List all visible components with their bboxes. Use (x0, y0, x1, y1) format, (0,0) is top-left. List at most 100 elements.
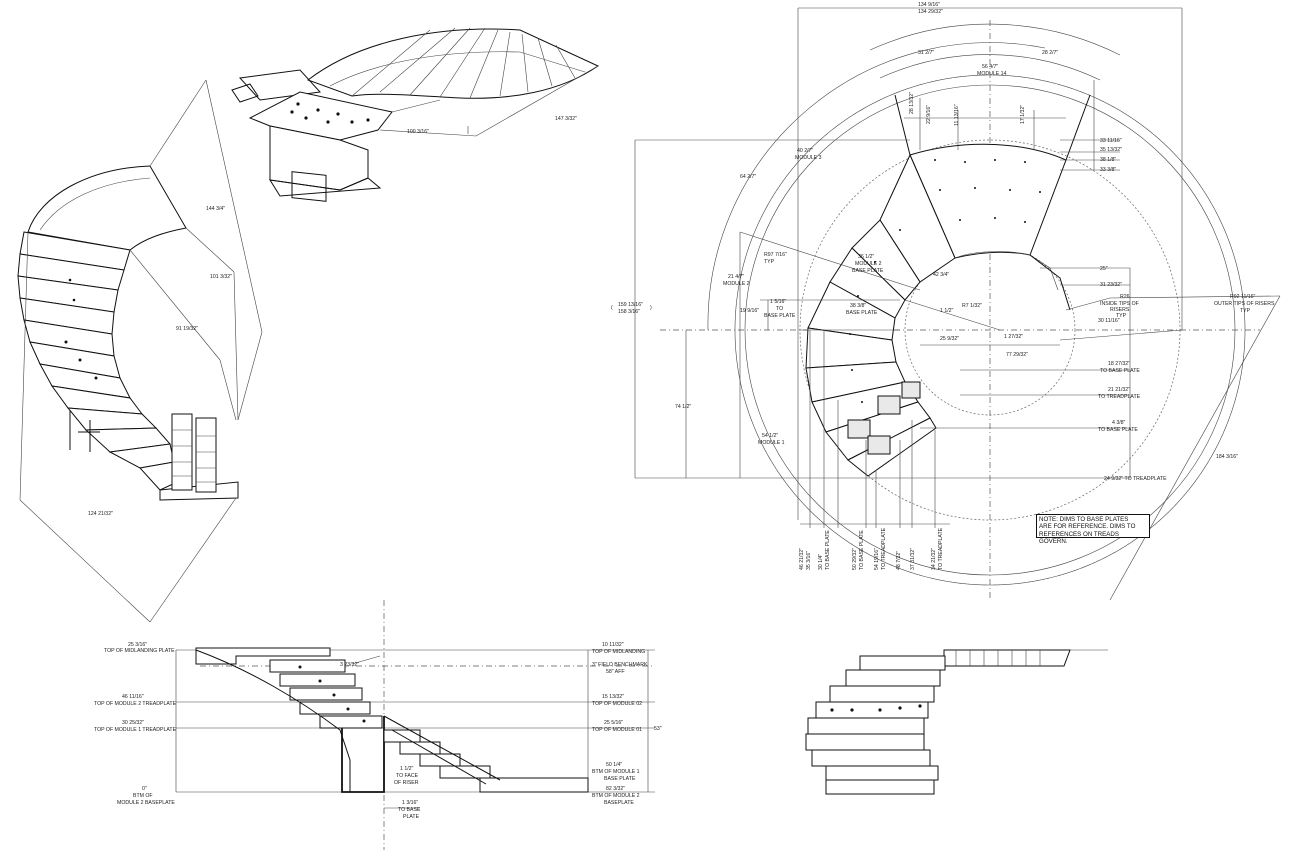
plan-center-6: 77 29/32" (1006, 352, 1028, 358)
plan-bv-1: 46 21/32" (799, 548, 805, 570)
plan-rm-5: RISERS (1110, 307, 1130, 313)
plan-rm-4: INSIDE TIPS OF (1100, 301, 1139, 307)
plan-left-arc: 64 2/7" (740, 174, 756, 180)
plan-bv-3: 30 1/4" (818, 554, 824, 570)
plan-arc-dim-1: 31 2/7" (918, 50, 934, 56)
plan-base38-1: 38 3/8" (850, 303, 866, 309)
elev-l4-text1: BTM OF (133, 793, 153, 799)
plan-paren-open: ( (611, 305, 613, 311)
plan-paren-close: ) (650, 305, 652, 311)
plan-arc-dim-2: 28 2/7" (1042, 50, 1058, 56)
elev-mid-3: TO FACE (396, 773, 419, 779)
plan-bv-6: TO BASE PLATE (859, 530, 865, 570)
elev-r1-dim: 10 11/32" (602, 642, 624, 648)
elev-l1-text: TOP OF MIDLANDING PLATE (104, 648, 175, 654)
plan-center-5: 25 9/32" (940, 336, 959, 342)
iso-left-treads (17, 231, 187, 491)
elev-l1-dim: 25 3/16" (128, 642, 147, 648)
elev-mid-6: TO BASE (398, 807, 421, 813)
plan-rm-2: 31 23/32" (1100, 282, 1122, 288)
plan-arc-dim-3: 56 4/7" (982, 64, 998, 70)
plan-center-2: R7 1/32" (962, 303, 982, 309)
plan-typ-label: TYP (764, 259, 775, 265)
elev-r5-text1: BTM OF MODULE 1 (592, 769, 640, 775)
iso-top-dim-1: 147 3/32" (555, 116, 577, 122)
plan-note: NOTE: DIMS TO BASE PLATES ARE FOR REFERE… (1036, 514, 1150, 545)
plan-view: 134 9/16" 134 29/32" 31 2/7" 28 2/7" 56 … (611, 2, 1281, 601)
iso-view-top: 147 3/32" 100 3/16" (231, 27, 600, 202)
plan-left-19: 19 9/16" (740, 308, 759, 314)
plan-mod2-base-2: MODULE 2 (855, 261, 882, 267)
elev-l4-dim: 0" (142, 786, 147, 792)
plan-rl-7: 24 9/32" TO TREADPLATE (1104, 476, 1167, 482)
elev-l4-text2: MODULE 2 BASEPLATE (117, 800, 175, 806)
elev-mid-1: 3 23/32" (340, 662, 359, 668)
iso-view-left: 144 3/4" 101 3/32" 91 19/32" 124 21/32" (17, 79, 263, 623)
plan-mod2-left-label: MODULE 2 (723, 281, 750, 287)
plan-note-line-2: ARE FOR REFERENCE. DIMS TO (1039, 523, 1136, 531)
plan-arc-dim-4: MODULE 14 (977, 71, 1007, 77)
plan-rl-3: 21 21/32" (1108, 387, 1130, 393)
plan-center-4: 1 27/32" (1004, 334, 1023, 340)
plan-vsmall-3: 11 13/16" (954, 104, 960, 126)
plan-treads (805, 143, 1067, 477)
elev-mid-2: 1 1/2" (400, 766, 414, 772)
plan-outer-3: TYP (1240, 308, 1251, 314)
plan-bv-7: 54 19/16" (874, 548, 880, 570)
plan-rt-4: 33 3/8" (1100, 167, 1116, 173)
iso-top-dim-2: 100 3/16" (407, 129, 429, 135)
plan-rl-5: 4 3/8" (1112, 420, 1126, 426)
elev-r5-dim: 50 1/4" (606, 762, 622, 768)
iso-left-dim-2: 101 3/32" (210, 274, 232, 280)
plan-mod1-dim: 54 1/2" (762, 433, 778, 439)
elevation-view: 25 3/16" TOP OF MIDLANDING PLATE 46 11/1… (94, 600, 662, 850)
elev-l3-dim: 30 25/32" (122, 720, 144, 726)
plan-bv-9: 48 7/32" (896, 551, 902, 570)
plan-bv-8: TO TREADPLATE (881, 527, 887, 570)
elev-r6-dim: 82 3/32" (606, 786, 625, 792)
plan-rt-1: 33 11/16" (1100, 138, 1122, 144)
plan-right-30: 30 11/16" (1098, 318, 1120, 324)
plan-overall-1: 159 13/16" (618, 302, 643, 308)
plan-to-base-3: BASE PLATE (764, 313, 796, 319)
elev-r4-text: TOP OF MODULE 01 (592, 727, 642, 733)
plan-rl-4: TO TREADPLATE (1098, 394, 1141, 400)
plan-base38-2: BASE PLATE (846, 310, 878, 316)
plan-overall-2: 158 3/16" (618, 309, 640, 315)
plan-mod1-label: MODULE 1 (758, 440, 785, 446)
plan-bv-2: 35 3/16" (806, 551, 812, 570)
plan-rl-2: TO BASE PLATE (1100, 368, 1140, 374)
plan-vsmall-4: 17 1/32" (1020, 105, 1026, 124)
elev-r5-text2: BASE PLATE (604, 776, 636, 782)
plan-center-3: 1 1/2" (940, 308, 954, 314)
plan-left-74: 74 1/2" (675, 404, 691, 410)
plan-rm-3: R26 (1120, 294, 1130, 300)
plan-top-dim-2: 134 29/32" (918, 9, 943, 15)
elev-r3-dim: 15 13/32" (602, 694, 624, 700)
plan-rt-2: 35 13/32" (1100, 147, 1122, 153)
elev-l3-text: TOP OF MODULE 1 TREADPLATE (94, 727, 177, 733)
plan-typ-dim: R97 7/16" (764, 252, 787, 258)
plan-rl-1: 18 27/32" (1108, 361, 1130, 367)
plan-mod2-base-3: BASE PLATE (852, 268, 884, 274)
iso-left-dim-1: 144 3/4" (206, 206, 225, 212)
elev-r6-text1: BTM OF MODULE 2 (592, 793, 640, 799)
plan-bv-10: 37 31/32" (910, 548, 916, 570)
elev-r2-sub: 58" AFF (606, 669, 625, 675)
elev-side-height: 53" (654, 726, 662, 732)
plan-outer-1: R92 11/16" (1230, 294, 1256, 300)
elev-r6-text2: BASEPLATE (604, 800, 634, 806)
plan-bv-12: TO TREADPLATE (938, 527, 944, 570)
elev-mid-4: OF RISER (394, 780, 419, 786)
plan-rt-3: 38 1/8" (1100, 157, 1116, 163)
plan-to-base-2: TO (776, 306, 783, 312)
plan-rl-6: TO BASE PLATE (1098, 427, 1138, 433)
plan-vsmall-2: 22 9/16" (926, 105, 932, 124)
plan-mod2-left-dim: 21 4/7" (728, 274, 744, 280)
elev-l2-dim: 46 11/16" (122, 694, 144, 700)
elev-r2-text: 3" FIELD BENCHMARK (592, 662, 648, 668)
plan-to-base-1: 1 5/16" (770, 299, 786, 305)
plan-center-1: 42 3/4" (933, 272, 949, 278)
plan-bv-5: 50 29/32" (852, 548, 858, 570)
